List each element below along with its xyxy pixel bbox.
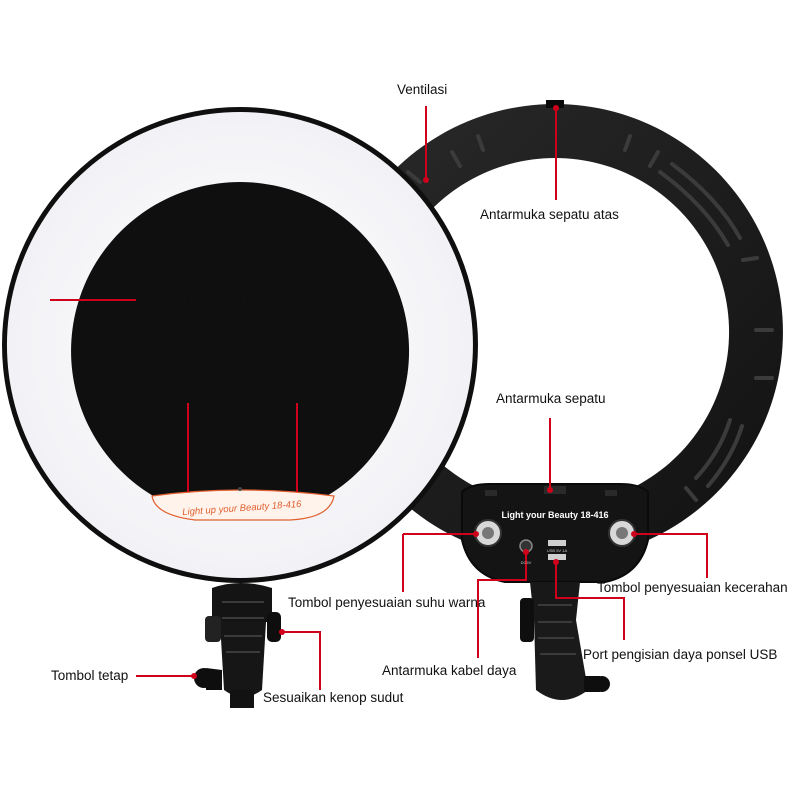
label-led-soft-light: Cahaya lembut LED <box>140 293 261 308</box>
label-ventilasi: Ventilasi <box>397 82 448 97</box>
front-ring-light <box>2 107 478 708</box>
label-fixed-knob: Tombol tetap <box>51 668 129 683</box>
back-bracket-ribs <box>538 604 576 655</box>
label-shoe-interface-left-2: Antarmuka sepatu <box>221 383 331 398</box>
angle-adjust-knob[interactable] <box>267 612 281 642</box>
label-shoe-interface-right: Antarmuka sepatu <box>496 391 606 406</box>
front-bracket-base <box>230 690 254 708</box>
label-angle-knob: Sesuaikan kenop sudut <box>263 690 404 705</box>
label-usb-charging-port: Port pengisian daya ponsel USB <box>583 647 778 662</box>
color-temp-knob-center <box>482 527 494 539</box>
label-shoe-interface-left-1: Antarmuka sepatu <box>82 383 192 398</box>
back-knob-bottom[interactable] <box>594 676 610 692</box>
front-plate-dot <box>238 487 242 491</box>
housing-slot-left <box>485 490 497 496</box>
label-color-temp-knob: Tombol penyesuaian suhu warna <box>288 595 486 610</box>
top-mount-notch <box>546 100 564 108</box>
usb-port-1[interactable] <box>548 540 566 546</box>
label-upper-shoe-interface: Antarmuka sepatu atas <box>480 207 619 222</box>
callout-lines <box>50 106 708 690</box>
front-side-button[interactable] <box>205 616 221 642</box>
back-knob-left[interactable] <box>520 598 534 642</box>
led-diffuser <box>6 112 473 578</box>
front-brand-plate <box>151 489 335 521</box>
brightness-knob-center <box>616 527 628 539</box>
front-bracket-ribs <box>222 601 264 653</box>
dc-port-label: DC5V <box>521 560 532 565</box>
callout-dots <box>191 105 637 679</box>
housing-slot-right <box>605 490 617 496</box>
usb-port-2[interactable] <box>548 554 566 560</box>
back-bracket <box>534 620 588 700</box>
usb-port-label: USB 5V 1A <box>547 548 568 553</box>
back-shoe-mount <box>544 486 566 494</box>
back-brand-text: Light your Beauty 18-416 <box>501 510 608 520</box>
fixed-knob[interactable] <box>194 668 214 688</box>
back-bracket-top <box>530 582 580 620</box>
label-power-cable-interface: Antarmuka kabel daya <box>382 663 517 678</box>
front-bracket <box>220 622 266 697</box>
control-housing <box>461 483 649 583</box>
label-brightness-knob: Tombol penyesuaian kecerahan <box>597 580 788 595</box>
